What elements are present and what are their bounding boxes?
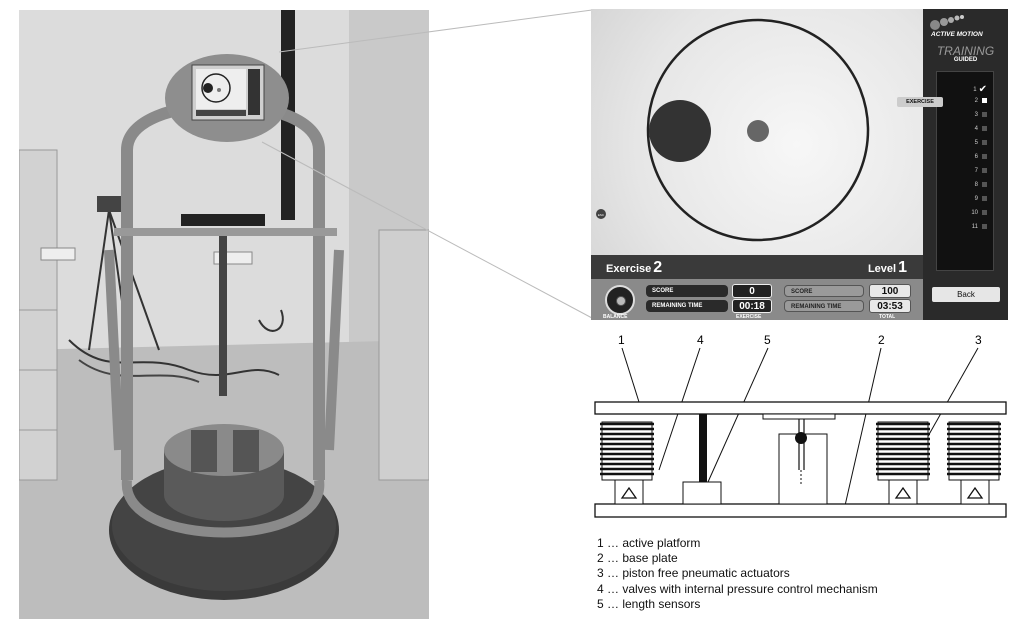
exercise-column-label: EXERCISE <box>736 314 762 320</box>
cursor-dot <box>747 120 769 142</box>
callout-3: 3 <box>975 333 982 347</box>
level-label: Level <box>867 263 897 275</box>
mode-subtitle: GUIDED <box>953 57 978 63</box>
legend-item: 2 … base plate <box>597 551 678 566</box>
stats-panel: BALANCE SCORE REMAINING TIME 0 00:18 EXE… <box>591 279 923 320</box>
back-button[interactable]: Back <box>932 287 1000 302</box>
balance-label: BALANCE <box>603 314 628 320</box>
actuator-middle <box>876 421 930 505</box>
game-arena: ESC <box>591 9 923 255</box>
actuator-left <box>600 421 654 505</box>
total-score-label: SCORE <box>784 285 864 297</box>
exercise-list-item-current[interactable]: 2 <box>937 98 987 104</box>
legend-item: 5 … length sensors <box>597 596 701 611</box>
exercise-list-item[interactable]: 11 <box>937 224 987 230</box>
base-plate <box>594 503 1007 518</box>
current-indicator-icon <box>982 98 987 103</box>
exercise-list-item[interactable]: 5 <box>937 140 987 146</box>
exercise-list-item[interactable]: 9 <box>937 196 987 202</box>
exercise-label: Exercise <box>606 263 652 275</box>
exercise-list-item[interactable]: 1✔ <box>973 84 987 95</box>
balance-icon <box>605 285 635 315</box>
exercise-list-item[interactable]: 10 <box>937 210 987 216</box>
mode-title: TRAINING <box>936 44 995 58</box>
exercise-list-item[interactable]: 8 <box>937 182 987 188</box>
legend: 1 … active platform 2 … base plate 3 … p… <box>597 536 878 612</box>
small-round-button-label: ESC <box>598 213 605 217</box>
callout-5: 5 <box>764 333 771 347</box>
exercise-score-label: SCORE <box>646 285 728 297</box>
total-score-value: 100 <box>869 284 911 298</box>
center-joint <box>762 413 836 505</box>
length-sensor <box>682 414 722 505</box>
side-panel: ACTIVE MOTION TRAINING GUIDED 1✔ 2 3 4 5… <box>897 9 1008 320</box>
exercise-list-item[interactable]: 4 <box>937 126 987 132</box>
actuator-schematic: 1 4 5 2 3 <box>594 333 1007 518</box>
exercise-number: 2 <box>653 259 663 276</box>
small-round-button[interactable] <box>596 209 606 219</box>
exercise-list: 1✔ 2 3 4 5 6 7 8 9 10 11 <box>936 71 994 271</box>
exercise-score-value: 0 <box>732 284 772 298</box>
total-time-value: 03:53 <box>869 299 911 313</box>
level-number: 1 <box>898 259 907 276</box>
legend-item: 1 … active platform <box>597 536 701 550</box>
device-photo <box>19 10 429 619</box>
callout-1: 1 <box>618 333 625 347</box>
exercise-list-item[interactable]: 7 <box>937 168 987 174</box>
exercise-time-label: REMAINING TIME <box>646 300 728 312</box>
logo-text: ACTIVE MOTION <box>931 31 983 38</box>
target-ring <box>646 18 870 242</box>
current-exercise-tag: EXERCISE <box>897 97 943 107</box>
active-platform <box>594 401 1007 415</box>
exercise-time-value: 00:18 <box>732 299 772 313</box>
callout-4: 4 <box>697 333 704 347</box>
target-circle <box>649 100 711 162</box>
total-time-label: REMAINING TIME <box>784 300 864 312</box>
legend-item: 4 … valves with internal pressure contro… <box>597 581 878 596</box>
checkmark-icon: ✔ <box>978 84 987 95</box>
callout-2: 2 <box>878 333 885 347</box>
exercise-list-item[interactable]: 3 <box>937 112 987 118</box>
logo-dots-icon <box>930 15 964 30</box>
exercise-list-item[interactable]: 6 <box>937 154 987 160</box>
actuator-right <box>947 421 1001 505</box>
legend-item: 3 … piston free pneumatic actuators <box>597 566 790 581</box>
total-column-label: TOTAL <box>879 314 896 320</box>
